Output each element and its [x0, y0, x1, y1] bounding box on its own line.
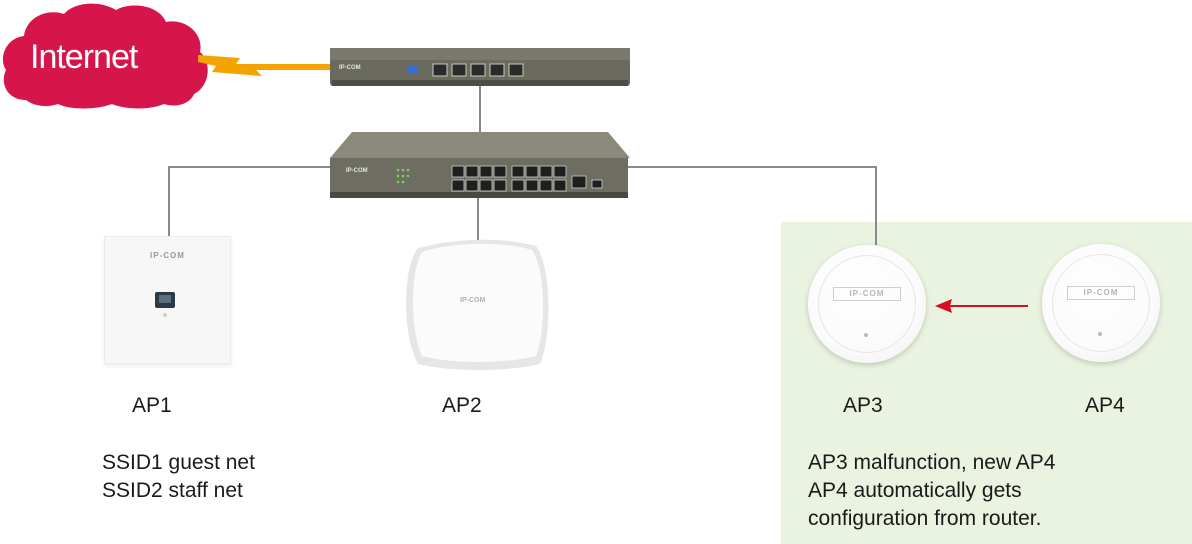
replacement-arrow — [935, 299, 1028, 313]
ap1-ssid1-note: SSID1 guest net — [102, 451, 255, 474]
router-device: IP-COM — [330, 48, 630, 86]
ap1-ssid2-note: SSID2 staff net — [102, 479, 243, 502]
svg-text:IP-COM: IP-COM — [346, 168, 368, 174]
internet-label: Internet — [30, 38, 138, 76]
ap2-label: AP2 — [442, 394, 482, 417]
ap4-logo: IP-COM — [1067, 286, 1135, 300]
switch-ap1-link — [168, 166, 340, 236]
ethernet-port-icon — [155, 292, 175, 308]
ap1-label: AP1 — [132, 394, 172, 417]
ap3-label: AP3 — [843, 394, 883, 417]
ap1-device: IP-COM — [104, 236, 231, 364]
wireless-link-bolt — [198, 55, 334, 76]
ap4-config-source-note: configuration from router. — [808, 507, 1042, 530]
ap3-malfunction-note: AP3 malfunction, new AP4 — [808, 451, 1056, 474]
svg-text:IP-COM: IP-COM — [460, 297, 485, 304]
switch-ap3-link — [620, 166, 877, 245]
svg-text:IP-COM: IP-COM — [339, 65, 361, 71]
internet-cloud-shape — [2, 3, 208, 109]
status-led — [163, 313, 167, 317]
ap4-label: AP4 — [1085, 394, 1125, 417]
status-led — [1098, 332, 1102, 336]
ap1-logo: IP-COM — [150, 251, 185, 260]
ap4-device: IP-COM — [1042, 244, 1160, 362]
ap3-logo: IP-COM — [833, 287, 901, 301]
ap2-device: IP-COM — [406, 239, 549, 370]
status-led — [864, 333, 868, 337]
switch-device: IP-COM — [330, 132, 630, 198]
ap4-auto-config-note: AP4 automatically gets — [808, 479, 1022, 502]
ap3-device: IP-COM — [808, 245, 926, 363]
